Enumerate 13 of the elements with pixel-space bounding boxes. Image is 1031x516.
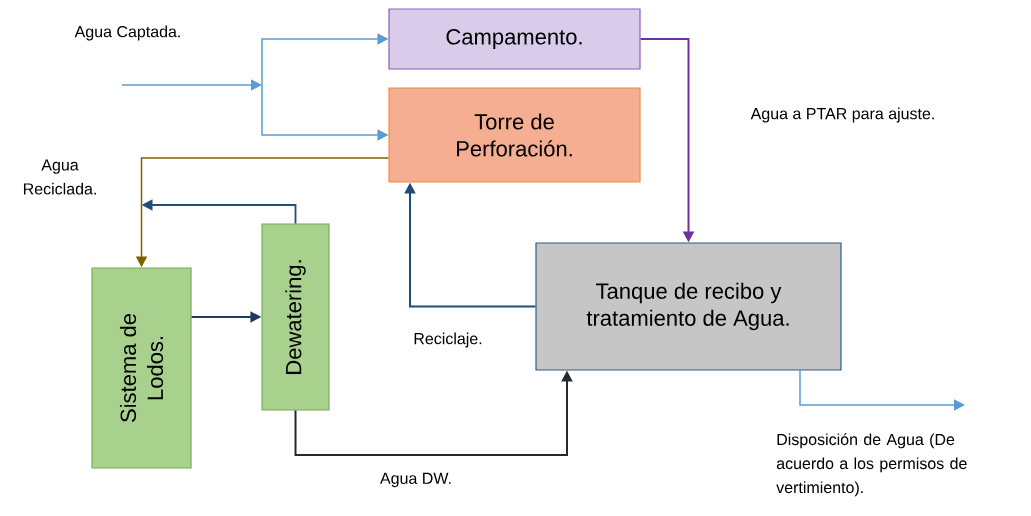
arrow	[799, 369, 965, 411]
tank-box: Tanque de recibo y tratamiento de Agua.	[535, 242, 842, 371]
edge-label: Agua Reciclada.	[24, 159, 96, 195]
process-box: Campamento.	[388, 8, 641, 70]
process-box: Dewatering.	[261, 223, 330, 411]
edge-label: Reciclaje.	[414, 332, 482, 348]
edge-label: Agua DW.	[380, 472, 451, 488]
flow-label: Agua Captada.	[74, 25, 180, 41]
process-box: Sistema de Lodos.	[91, 267, 192, 469]
process-box: Torre de Perforación.	[388, 87, 641, 183]
arrow	[121, 79, 262, 91]
edge-label: Agua a PTAR para ajuste.	[750, 107, 934, 123]
edge-label: Disposición de Agua (De acuerdo a los permisos de vertimiento).	[776, 433, 967, 497]
